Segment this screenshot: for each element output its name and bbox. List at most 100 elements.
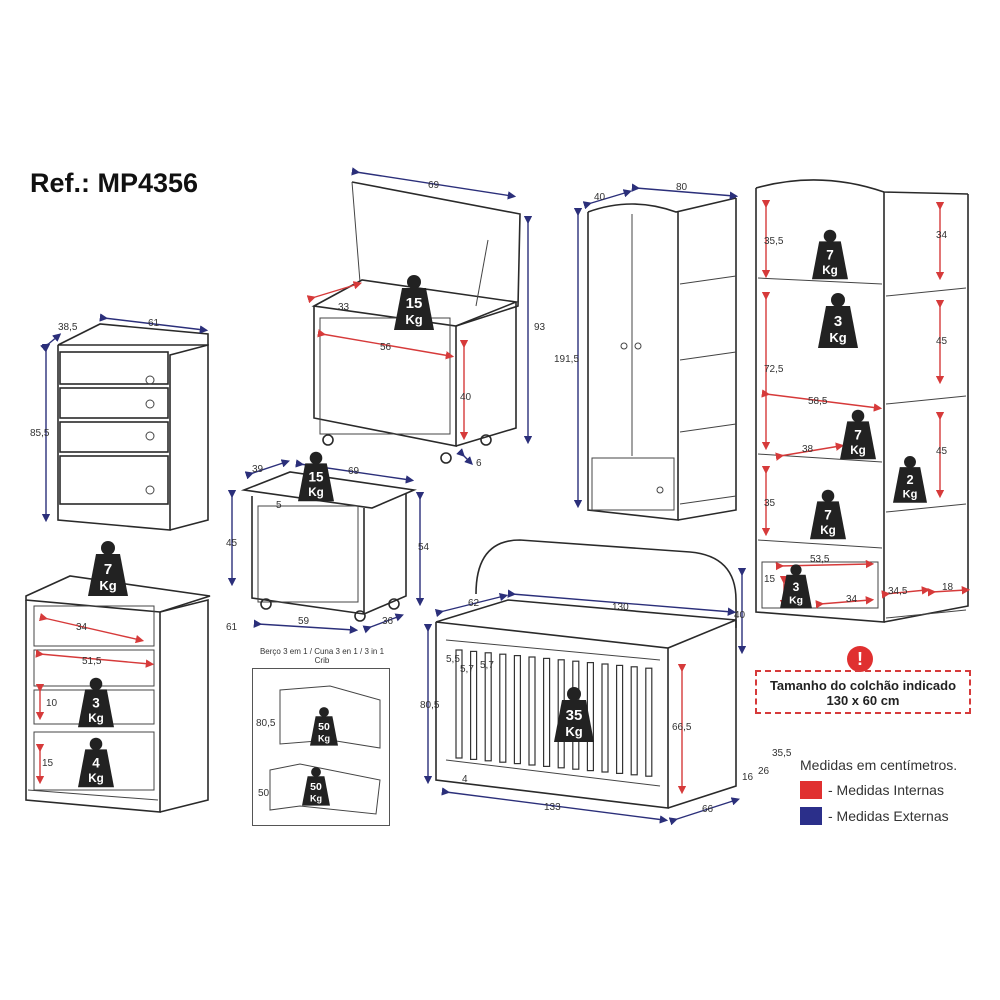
legend-external-swatch	[800, 807, 822, 825]
mattress-size: 130 x 60 cm	[826, 693, 900, 708]
dim-dresser-inner-15: 15	[42, 758, 54, 769]
warning-icon: !	[847, 646, 873, 672]
dim-crib-133: 133	[544, 802, 561, 813]
svg-text:Kg: Kg	[829, 330, 846, 345]
weight-tag-shelf-mid: 7Kg	[840, 409, 876, 460]
weight-tag-shelf-rod: 3Kg	[818, 293, 858, 348]
dim-shelf-535: 53,5	[810, 554, 830, 565]
weight-tag-shelf-low: 7Kg	[810, 489, 846, 540]
crib-slat	[601, 663, 609, 773]
legend-external-label: - Medidas Externas	[828, 808, 949, 824]
svg-text:Kg: Kg	[565, 724, 582, 739]
crib-slat	[513, 654, 522, 765]
dim-crib-4: 4	[462, 774, 468, 785]
dim-chest-inner-40: 40	[460, 392, 472, 403]
inset-title: Berço 3 em 1 / Cuna 3 en 1 / 3 in 1 Crib	[259, 647, 385, 665]
shelf-unit	[755, 179, 969, 623]
crib-slat	[645, 667, 653, 777]
legend: Medidas em centímetros. - Medidas Intern…	[800, 757, 957, 825]
dim-shelf-45b: 45	[936, 446, 948, 457]
dim-shelf-585: 58,5	[808, 396, 828, 407]
dim-dresser-depth: 38,5	[58, 322, 78, 333]
dim-crib-16: 16	[742, 772, 754, 783]
reference-title: Ref.: MP4356	[30, 168, 199, 198]
dim-chest-height: 93	[534, 322, 546, 333]
dim-inset-805: 80,5	[256, 718, 276, 729]
svg-text:35: 35	[566, 707, 583, 724]
dresser-open	[25, 575, 211, 813]
crib-slat	[615, 664, 624, 775]
dim-dresser-height: 85,5	[30, 428, 50, 439]
dim-chest-lid-33: 33	[338, 302, 350, 313]
svg-text:15: 15	[308, 469, 324, 484]
svg-text:4: 4	[92, 755, 100, 770]
dim-shelf-45a: 45	[936, 336, 948, 347]
legend-internal-swatch	[800, 781, 822, 799]
dim-crib-57a: 5,7	[460, 664, 474, 675]
dim-shelf-345: 34,5	[888, 586, 908, 597]
svg-text:Kg: Kg	[310, 793, 322, 803]
dim-chest2-depth: 39	[252, 464, 264, 475]
dim-dresser-inner-515: 51,5	[82, 656, 102, 667]
dim-wardrobe-depth: 40	[594, 192, 606, 203]
dim-shelf-18: 18	[942, 582, 954, 593]
dim-wardrobe-height: 191,5	[554, 354, 579, 365]
legend-internal: - Medidas Internas	[800, 781, 957, 799]
dim-shelf-34: 34	[936, 230, 948, 241]
dim-shelf-15: 15	[764, 574, 776, 585]
svg-text:Kg: Kg	[822, 264, 838, 277]
inset-frame	[252, 668, 390, 826]
dresser-closed	[57, 323, 209, 531]
wardrobe	[587, 197, 737, 521]
dim-dresser-width: 61	[148, 318, 160, 329]
crib-slat	[542, 657, 551, 768]
dim-crib-40: 40	[734, 610, 746, 621]
svg-text:7: 7	[104, 561, 112, 578]
dim-crib-130: 130	[612, 602, 629, 613]
svg-text:Kg: Kg	[405, 312, 422, 327]
mattress-title: Tamanho do colchão indicado	[769, 678, 957, 693]
weight-tag-shelf-top: 7Kg	[812, 229, 848, 280]
legend-external: - Medidas Externas	[800, 807, 957, 825]
dim-shelf-38: 38	[802, 444, 814, 455]
dim-crib-66: 66	[702, 804, 714, 815]
dim-chest2-61: 61	[226, 622, 238, 633]
weight-tag-dresser-top: 7Kg	[88, 541, 128, 596]
crib-slat	[455, 649, 463, 759]
dim-dresser-inner-34: 34	[76, 622, 88, 633]
dim-crib-355: 35,5	[772, 748, 792, 759]
dim-shelf-34b: 34	[846, 594, 858, 605]
dim-wardrobe-width: 80	[676, 182, 688, 193]
weight-tag-dresser-d3: 4Kg	[78, 737, 114, 788]
crib-slat	[630, 666, 638, 776]
svg-text:2: 2	[906, 472, 913, 487]
crib-slat	[499, 653, 507, 763]
svg-text:Kg: Kg	[903, 489, 918, 501]
dim-chest2-54: 54	[418, 542, 430, 553]
dim-chest2-width: 69	[348, 466, 360, 477]
svg-text:50: 50	[310, 781, 322, 793]
svg-text:Kg: Kg	[99, 578, 116, 593]
inset-crib-conversions	[269, 685, 381, 815]
dim-chest-width: 69	[428, 180, 440, 191]
dim-inset-50: 50	[258, 788, 270, 799]
dim-crib-665: 66,5	[672, 722, 692, 733]
dim-chest2-5: 5	[276, 500, 282, 511]
dim-shelf-35: 35	[764, 498, 776, 509]
svg-text:Kg: Kg	[88, 712, 104, 725]
svg-text:7: 7	[826, 247, 834, 262]
crib-slat	[528, 656, 536, 766]
legend-internal-label: - Medidas Internas	[828, 782, 944, 798]
svg-text:7: 7	[854, 427, 862, 442]
dim-chest-wheel: 6	[476, 458, 482, 469]
svg-text:15: 15	[406, 295, 423, 312]
dim-crib-57b: 5,7	[480, 660, 494, 671]
dim-chest-inner-56: 56	[380, 342, 392, 353]
dim-chest2-45: 45	[226, 538, 238, 549]
